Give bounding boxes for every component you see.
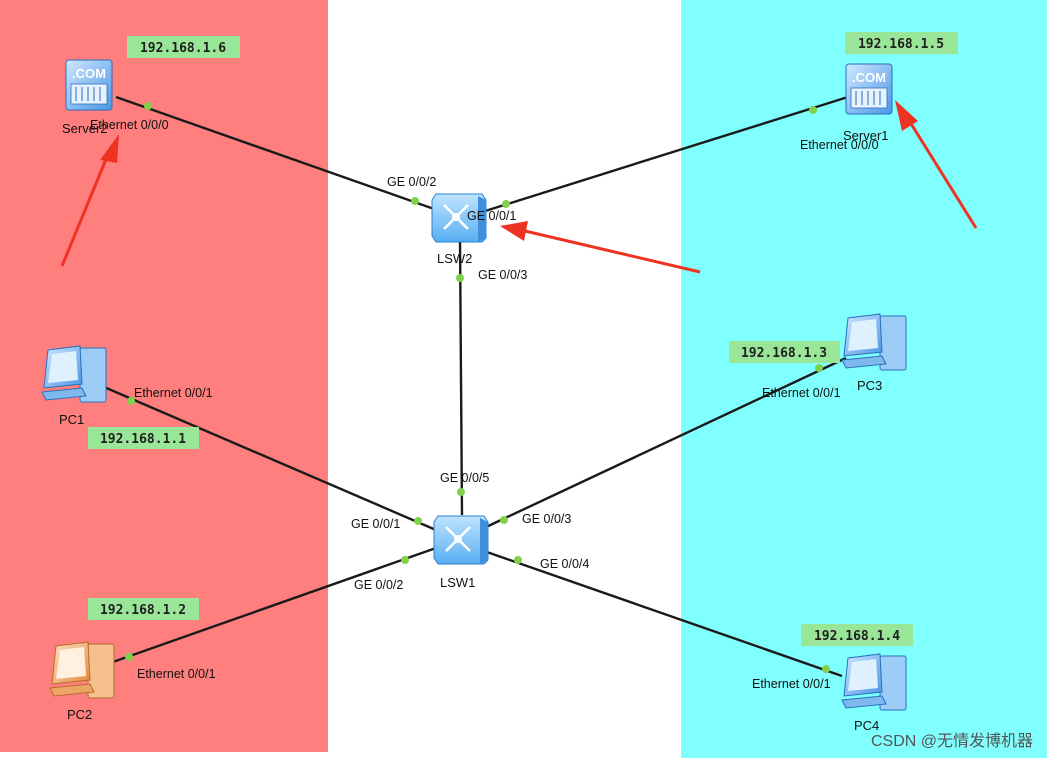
port-label: Ethernet 0/0/1 [134,386,213,400]
lsw1-label: LSW1 [440,575,475,590]
link-pc2-lsw1 [109,546,437,665]
annotation-arrows [60,100,978,274]
pc4-label: PC4 [854,718,879,733]
pc2-label: PC2 [67,707,92,722]
ip-labels: 192.168.1.6 192.168.1.5 192.168.1.1 192.… [88,32,958,646]
ip-label: 192.168.1.2 [100,603,186,618]
arrow-icon [895,100,978,229]
port-labels: Ethernet 0/0/0 GE 0/0/2 GE 0/0/1 Etherne… [90,118,879,691]
pc-icon [841,653,907,711]
ip-label: 192.168.1.1 [100,432,186,447]
port-dot [514,556,522,564]
pc1-node[interactable] [41,345,107,403]
server1-label: Server1 [843,128,889,143]
lsw2-node[interactable] [431,193,487,243]
lsw2-label: LSW2 [437,251,472,266]
link-pc1-lsw1 [103,385,437,532]
ip-label: 192.168.1.4 [814,629,900,644]
port-label: GE 0/0/1 [467,209,516,223]
port-label: GE 0/0/3 [478,268,527,282]
middle-zone [328,0,681,758]
ip-label: 192.168.1.5 [858,37,944,52]
port-label: Ethernet 0/0/1 [762,386,841,400]
switch-icon [433,515,489,565]
links [103,95,849,678]
port-dot [411,197,419,205]
port-label: GE 0/0/4 [540,557,589,571]
link-pc3-lsw1 [483,356,847,530]
lsw1-node[interactable] [433,515,489,565]
server2-node[interactable]: .COM [65,59,113,111]
port-label: GE 0/0/2 [387,175,436,189]
arrow-icon [60,134,119,267]
link-pc4-lsw1 [483,549,843,678]
ip-label: 192.168.1.3 [741,346,827,361]
port-dot [127,397,135,405]
port-dot [456,274,464,282]
ip-label: 192.168.1.6 [140,41,226,56]
server-icon: .COM [845,63,893,115]
port-dot [815,364,823,372]
port-label: Ethernet 0/0/1 [137,667,216,681]
server2-label: Server2 [62,121,108,136]
port-dot [401,556,409,564]
port-label: Ethernet 0/0/0 [90,118,169,132]
pc1-label: PC1 [59,412,84,427]
pc-icon [841,313,907,371]
pc-icon [49,641,115,699]
arrow-icon [500,221,701,274]
port-label: Ethernet 0/0/0 [800,138,879,152]
port-dot [125,653,133,661]
server-badge: .COM [72,66,106,81]
server-badge: .COM [852,70,886,85]
port-dot [414,517,422,525]
watermark: CSDN @无情发博机器 [871,732,1033,750]
server1-node[interactable]: .COM [845,63,893,115]
port-dot [502,200,510,208]
port-label: GE 0/0/5 [440,471,489,485]
port-dot [822,665,830,673]
port-label: Ethernet 0/0/1 [752,677,831,691]
link-lsw2-lsw1 [458,239,464,516]
port-label: GE 0/0/1 [351,517,400,531]
port-dot [144,102,152,110]
pc-icon [41,345,107,403]
port-dot [809,106,817,114]
pc3-label: PC3 [857,378,882,393]
link-server2-lsw2 [115,95,438,212]
port-dot [500,516,508,524]
pc2-node[interactable] [49,641,115,699]
server-icon: .COM [65,59,113,111]
link-server1-lsw2 [481,95,849,214]
pc3-node[interactable] [841,313,907,371]
port-label: GE 0/0/2 [354,578,403,592]
port-dot [457,488,465,496]
pc4-node[interactable] [841,653,907,711]
switch-icon [431,193,487,243]
port-label: GE 0/0/3 [522,512,571,526]
port-dots [125,102,830,673]
